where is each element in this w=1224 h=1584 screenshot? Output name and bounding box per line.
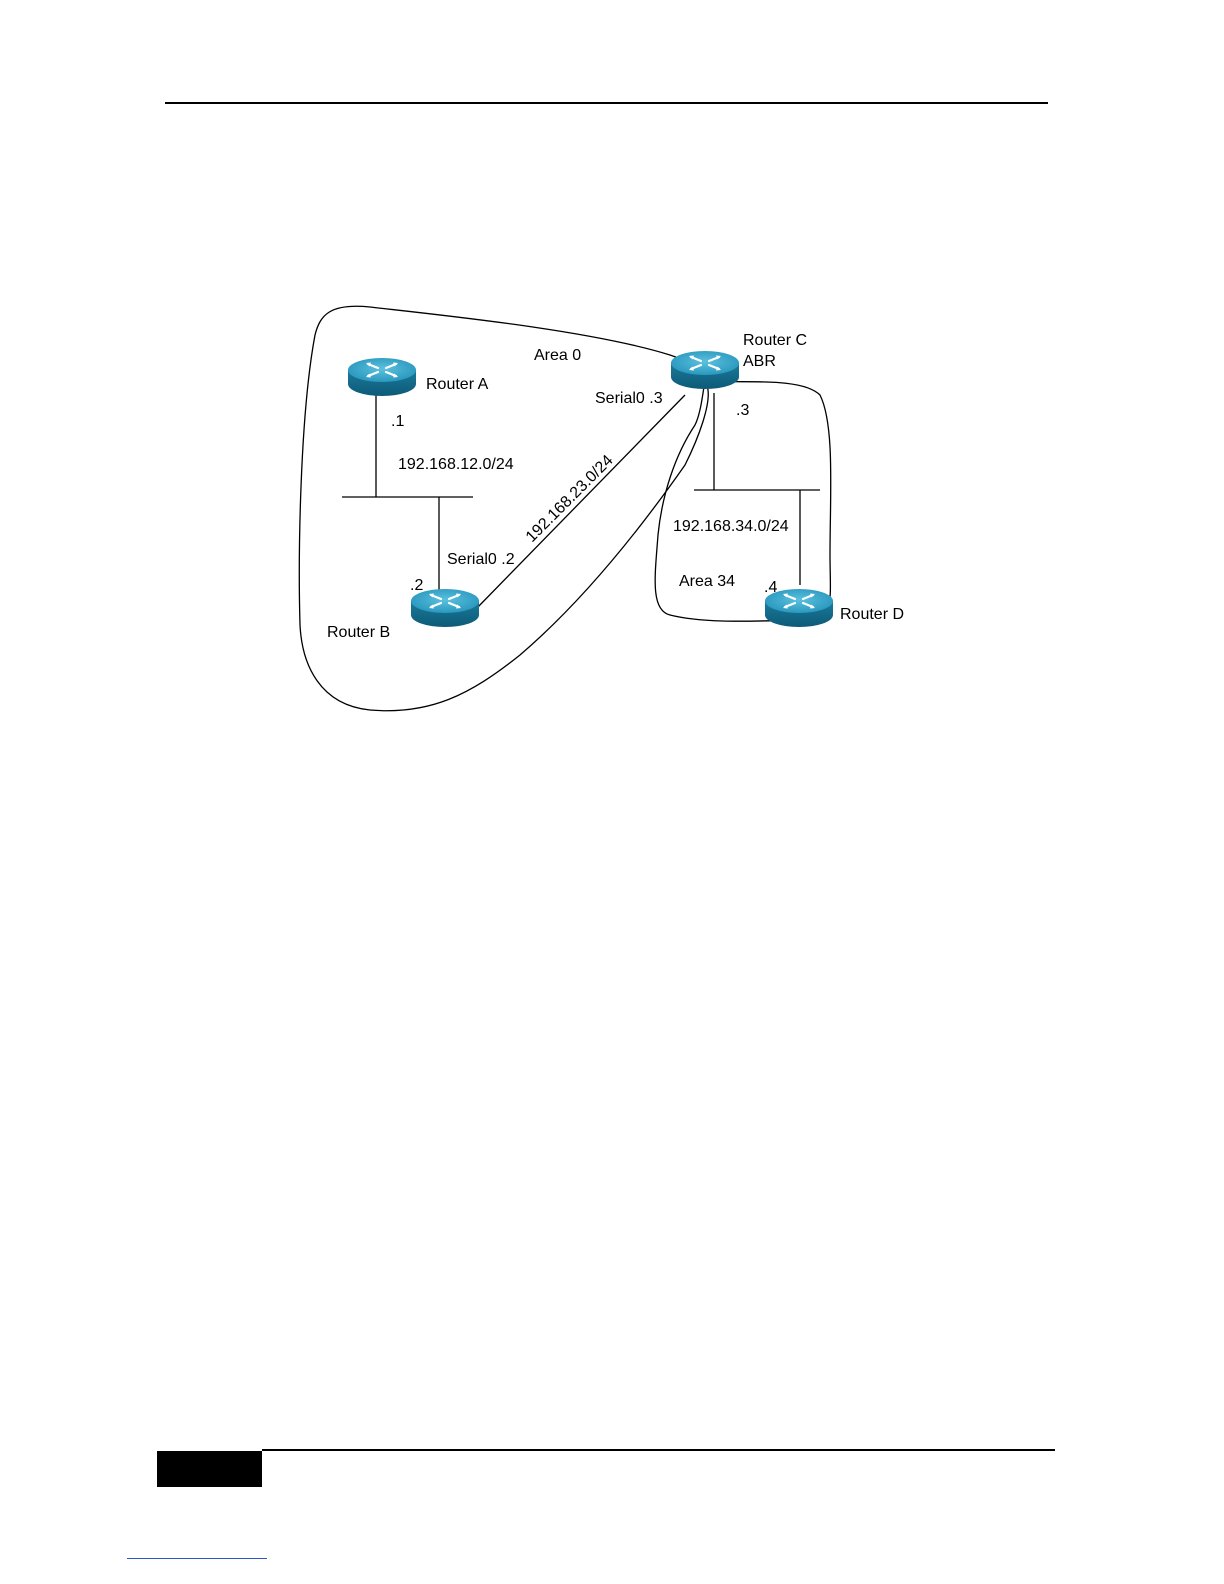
router-c-role: ABR bbox=[743, 353, 776, 370]
area-0-label: Area 0 bbox=[534, 347, 581, 364]
router-d-label: Router D bbox=[840, 606, 904, 623]
router-c-ip: .3 bbox=[736, 402, 749, 419]
network-bc-label: 192.168.23.0/24 bbox=[523, 452, 617, 546]
router-b-icon bbox=[411, 589, 479, 627]
diagram-canvas: Area 0 Router A .1 192.168.12.0/24 Seria… bbox=[290, 295, 930, 725]
serial-link-bc bbox=[476, 395, 685, 609]
ospf-network-diagram: Area 0 Router A .1 192.168.12.0/24 Seria… bbox=[290, 295, 930, 725]
router-b-interface: Serial0 .2 bbox=[447, 551, 515, 568]
footer-page-block bbox=[157, 1451, 262, 1487]
router-a-ip: .1 bbox=[391, 413, 404, 430]
router-c-label: Router C bbox=[743, 332, 807, 349]
area-34-label: Area 34 bbox=[679, 573, 735, 590]
header-rule bbox=[165, 102, 1048, 104]
router-c-icon bbox=[671, 351, 739, 389]
router-a-label: Router A bbox=[426, 376, 489, 393]
network-cd-label: 192.168.34.0/24 bbox=[673, 518, 789, 535]
router-d-ip: .4 bbox=[764, 579, 777, 596]
network-ab-label: 192.168.12.0/24 bbox=[398, 456, 514, 473]
footer-link-underline bbox=[127, 1558, 267, 1559]
router-b-label: Router B bbox=[327, 624, 390, 641]
router-c-interface: Serial0 .3 bbox=[595, 390, 663, 407]
router-a-icon bbox=[348, 358, 416, 396]
router-b-ip: .2 bbox=[410, 577, 423, 594]
footer-rule bbox=[262, 1449, 1055, 1451]
